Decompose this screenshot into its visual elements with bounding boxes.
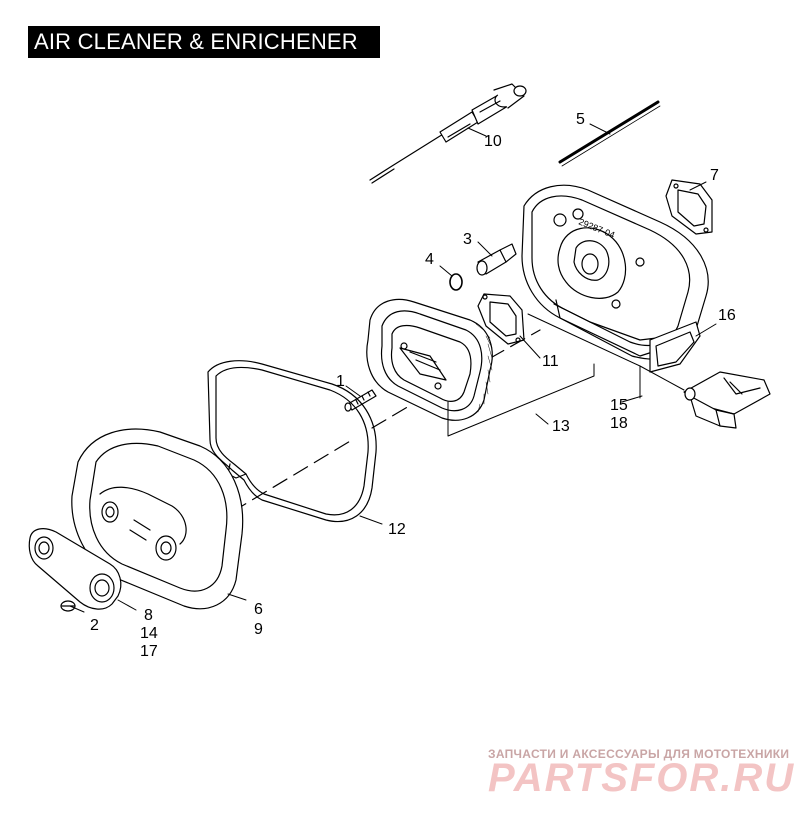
leader-lines bbox=[69, 123, 717, 613]
medallion-screw bbox=[60, 600, 76, 612]
watermark-tagline: ЗАПЧАСТИ И АКСЕССУАРЫ ДЛЯ МОТОТЕХНИКИ bbox=[488, 747, 790, 761]
cover-medallion bbox=[28, 528, 122, 610]
watermark-logo: PARTSFOR.RU bbox=[488, 756, 796, 800]
enrichener-bracket bbox=[683, 371, 771, 429]
callout-9: 9 bbox=[254, 621, 263, 638]
callout-11: 11 bbox=[542, 353, 559, 370]
o-ring bbox=[449, 273, 463, 291]
callout-4: 4 bbox=[425, 251, 434, 268]
callout-7: 7 bbox=[710, 167, 719, 184]
breather-hose bbox=[558, 100, 661, 167]
callout-13: 13 bbox=[552, 418, 570, 435]
callout-2: 2 bbox=[90, 617, 99, 634]
callout-10: 10 bbox=[484, 133, 502, 150]
backplate: 29287-04 bbox=[521, 184, 709, 373]
callout-16: 16 bbox=[718, 307, 736, 324]
filter-element bbox=[366, 298, 493, 421]
callout-1: 1 bbox=[336, 373, 345, 390]
filter-screw bbox=[344, 389, 377, 412]
callout-8: 8 bbox=[144, 607, 153, 624]
enrichener-cable bbox=[369, 83, 527, 184]
callout-18: 18 bbox=[610, 415, 628, 432]
callout-6: 6 bbox=[254, 601, 263, 618]
gasket-11 bbox=[477, 293, 525, 345]
diagram-title: AIR CLEANER & ENRICHENER bbox=[34, 29, 358, 54]
callout-17: 17 bbox=[140, 643, 158, 660]
breather-fitting bbox=[476, 243, 517, 276]
callout-5: 5 bbox=[576, 111, 585, 128]
callout-14: 14 bbox=[140, 625, 158, 642]
callout-3: 3 bbox=[463, 231, 472, 248]
callout-15: 15 bbox=[610, 397, 628, 414]
title-bar: AIR CLEANER & ENRICHENER bbox=[28, 26, 380, 58]
callout-12: 12 bbox=[388, 521, 406, 538]
gasket-7 bbox=[665, 179, 713, 235]
